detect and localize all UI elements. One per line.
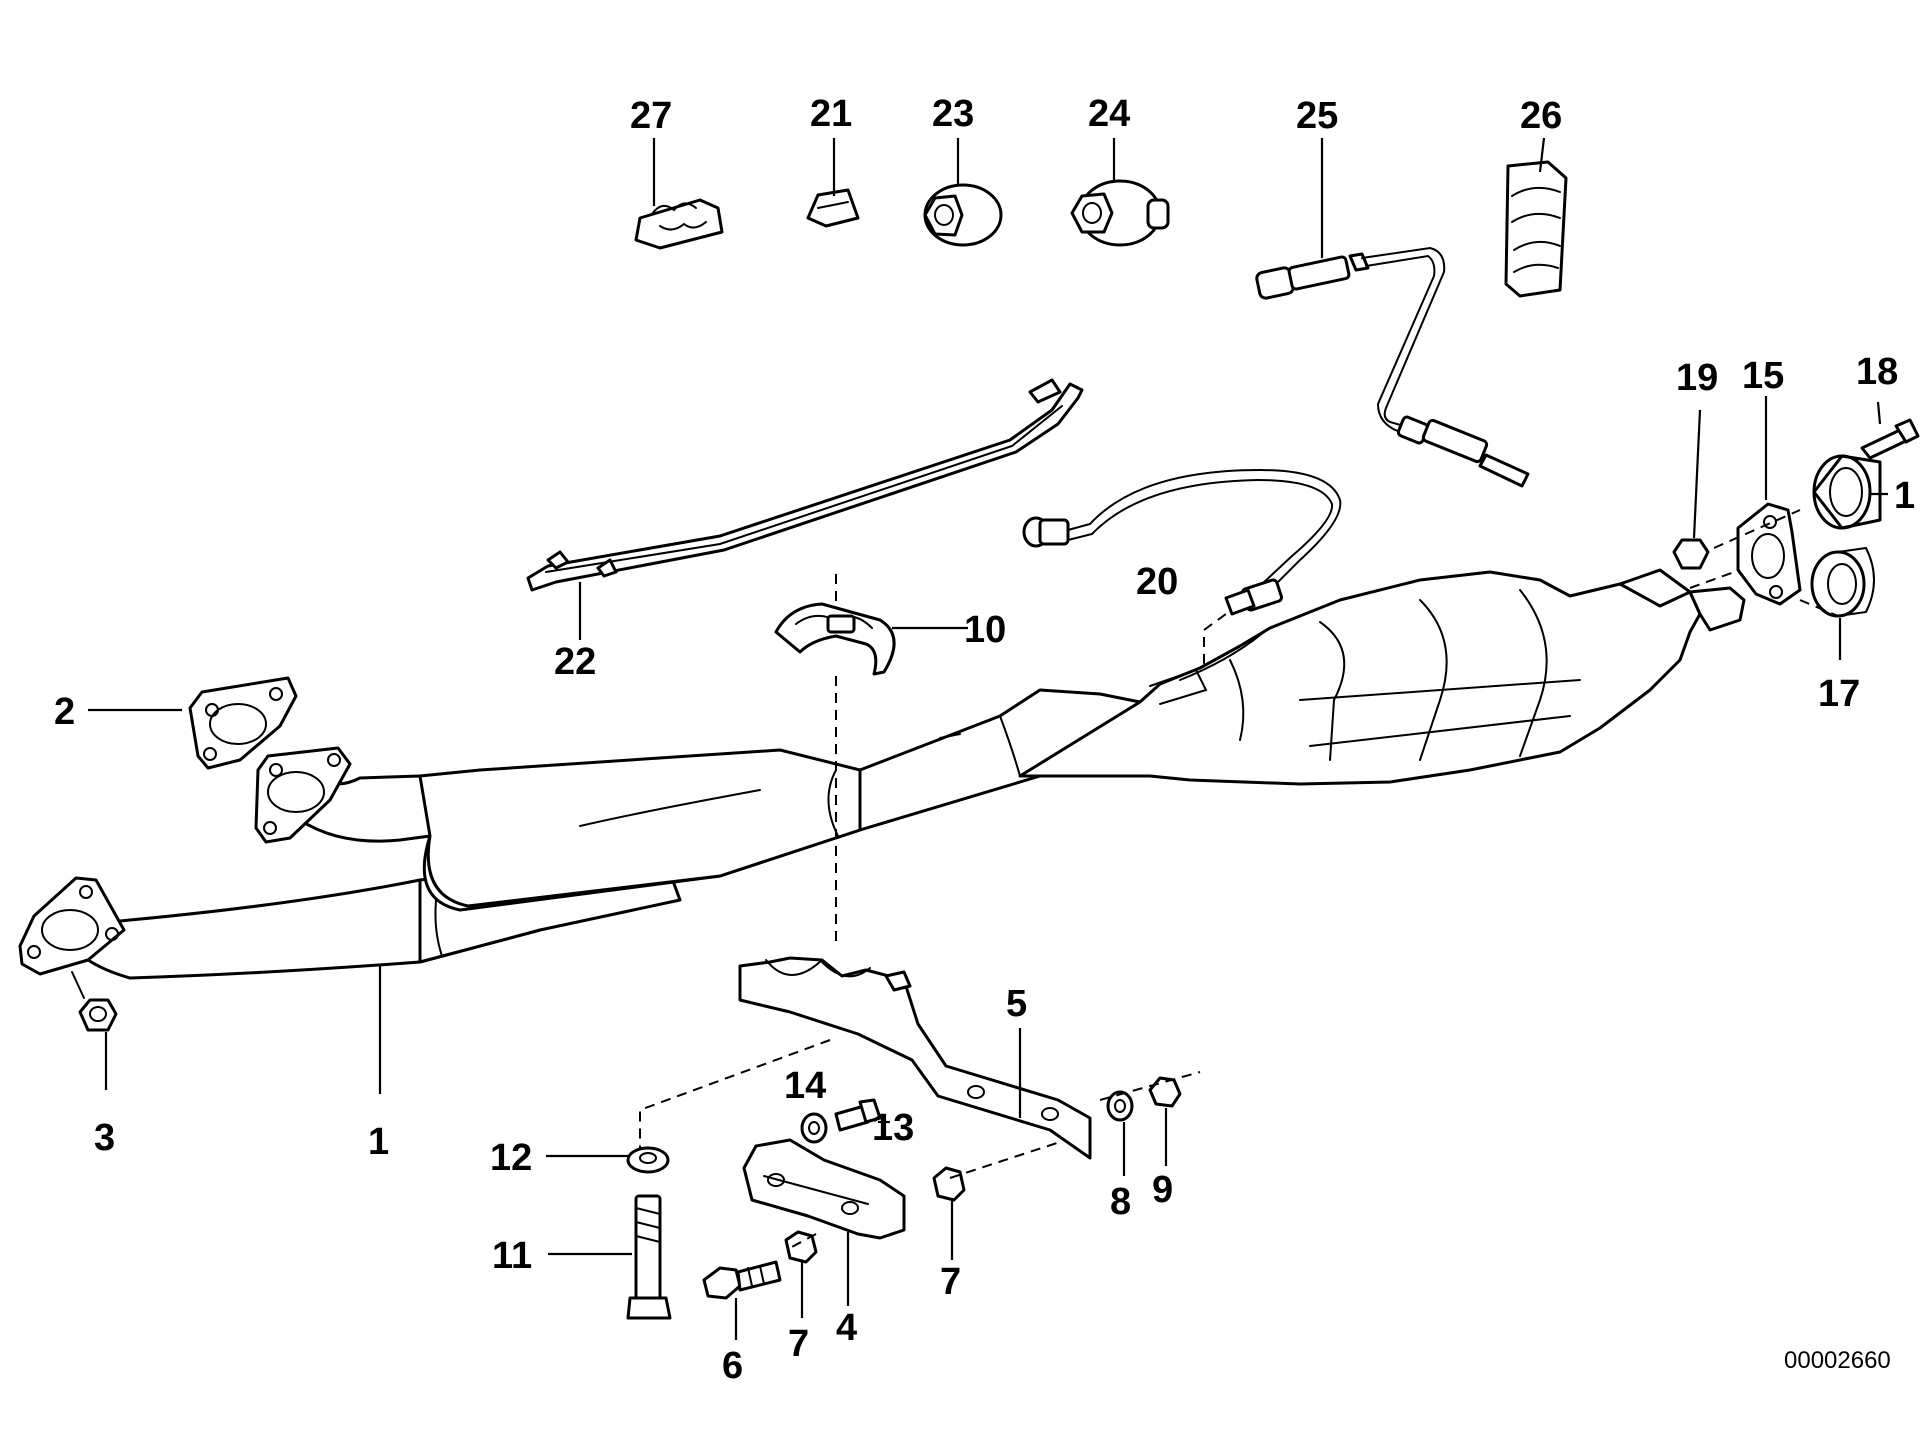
- part-26-clamp[interactable]: [1504, 160, 1568, 298]
- part-19-nut[interactable]: [1672, 538, 1710, 570]
- leader-lines: [88, 137, 1888, 1340]
- callout-12: 12: [490, 1137, 532, 1179]
- callout-15: 15: [1742, 355, 1784, 397]
- callout-1-left: 1: [368, 1121, 389, 1163]
- part-24-nut[interactable]: [1070, 179, 1170, 247]
- callout-2: 2: [54, 691, 75, 733]
- part-3-nut[interactable]: [71, 971, 118, 1032]
- callout-8: 8: [1110, 1181, 1131, 1223]
- callout-24: 24: [1088, 93, 1130, 135]
- part-22-heat-shield[interactable]: [526, 378, 1084, 592]
- callout-7-lower: 7: [788, 1323, 809, 1365]
- part-25-oxygen-sensor[interactable]: [1255, 246, 1530, 488]
- part-10-clamp[interactable]: [774, 602, 896, 676]
- callout-27: 27: [630, 95, 672, 137]
- callout-22: 22: [554, 641, 596, 683]
- callout-19: 19: [1676, 357, 1718, 399]
- callout-7-right: 7: [940, 1261, 961, 1303]
- part-15-gasket[interactable]: [1736, 502, 1802, 606]
- callout-14: 14: [784, 1065, 826, 1107]
- part-1-flange-upper[interactable]: [254, 746, 352, 844]
- callout-25: 25: [1296, 95, 1338, 137]
- callout-6: 6: [722, 1345, 743, 1387]
- assembly-lines: [639, 509, 1839, 1249]
- part-2-gasket[interactable]: [188, 676, 298, 770]
- callout-26: 26: [1520, 95, 1562, 137]
- part-1-ring-upper[interactable]: [1812, 454, 1882, 530]
- callout-1-right: 1: [1894, 475, 1915, 517]
- callout-20: 20: [1136, 561, 1178, 603]
- callout-11: 11: [492, 1235, 532, 1277]
- callout-23: 23: [932, 93, 974, 135]
- callout-9: 9: [1152, 1169, 1173, 1211]
- part-21-clip[interactable]: [806, 188, 860, 228]
- part-9-nut[interactable]: [1148, 1076, 1182, 1108]
- part-12-washer[interactable]: [626, 1146, 670, 1174]
- part-1-flange-lower[interactable]: [18, 876, 126, 976]
- part-11-bolt[interactable]: [626, 1194, 672, 1320]
- part-18-bolt[interactable]: [1860, 418, 1920, 460]
- callout-21: 21: [810, 93, 852, 135]
- part-1-exhaust-pipe-assembly[interactable]: [60, 568, 1746, 980]
- callout-5: 5: [1006, 983, 1027, 1025]
- part-14-washer[interactable]: [800, 1112, 828, 1144]
- part-20-oxygen-sensor[interactable]: [1022, 468, 1342, 616]
- part-5-bracket[interactable]: [738, 956, 1092, 1160]
- part-13-bolt[interactable]: [834, 1098, 882, 1132]
- part-7-nut-lower[interactable]: [784, 1230, 818, 1264]
- callout-18: 18: [1856, 351, 1898, 393]
- part-6-bolt[interactable]: [702, 1260, 782, 1300]
- callout-17: 17: [1818, 673, 1860, 715]
- part-17-ring[interactable]: [1810, 546, 1875, 618]
- callout-13: 13: [872, 1107, 914, 1149]
- part-27-clip[interactable]: [634, 198, 724, 250]
- callout-10: 10: [964, 609, 1006, 651]
- part-7-nut-right[interactable]: [932, 1166, 966, 1202]
- part-8-washer[interactable]: [1106, 1090, 1134, 1122]
- callout-labels: 27 21 23 24 25 26 19 15 18 1 17 20 22 10…: [54, 93, 1915, 1387]
- callout-3: 3: [94, 1117, 115, 1159]
- callout-4: 4: [836, 1307, 857, 1349]
- part-23-nut[interactable]: [923, 183, 1003, 247]
- diagram-id: 00002660: [1784, 1347, 1891, 1374]
- part-4-bracket[interactable]: [742, 1138, 906, 1240]
